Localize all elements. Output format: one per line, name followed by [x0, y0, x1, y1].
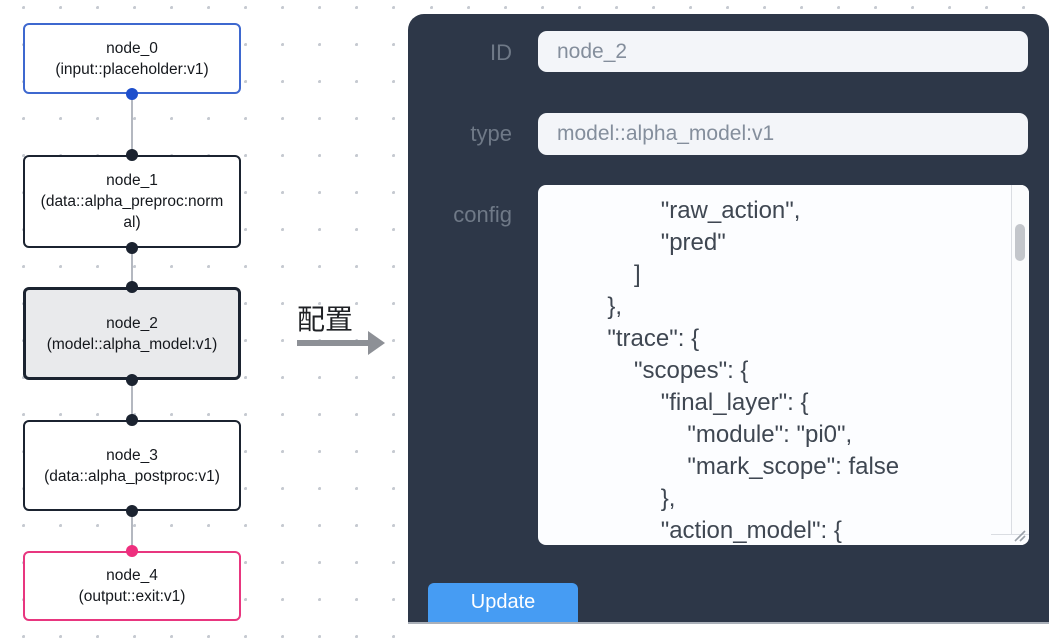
node_2-target-handle[interactable]: [126, 281, 138, 293]
node-type-label: (model::alpha_model:v1): [46, 335, 218, 353]
type-field-label: type: [470, 121, 512, 146]
node_2-source-handle[interactable]: [126, 374, 138, 386]
configure-label: 配置: [297, 304, 354, 335]
node_3-target-handle[interactable]: [126, 414, 138, 426]
node-title: node_3: [106, 446, 158, 464]
arrow-head-icon: [368, 331, 385, 355]
scrollbar-corner: [991, 534, 1029, 545]
resize-handle-icon[interactable]: [1011, 527, 1027, 543]
node-node_2-selected[interactable]: node_2 (model::alpha_model:v1): [23, 287, 241, 380]
node-type-label: (input::placeholder:v1): [55, 60, 209, 78]
node-title: node_1: [106, 172, 158, 189]
node_0-source-handle[interactable]: [126, 88, 138, 100]
node-config-panel: ID type config "raw_action", "pred" ] },…: [408, 14, 1049, 624]
update-button[interactable]: Update: [428, 583, 578, 622]
node-node_4[interactable]: node_4 (output::exit:v1): [23, 551, 241, 621]
scrollbar-track[interactable]: [1011, 185, 1029, 534]
node_4-target-handle[interactable]: [126, 545, 138, 557]
id-field-label: ID: [490, 40, 512, 65]
node_1-target-handle[interactable]: [126, 149, 138, 161]
type-input[interactable]: [538, 113, 1028, 155]
node-type-label: (output::exit:v1): [78, 588, 186, 605]
node-type-label: (data::alpha_preproc:normal): [40, 193, 224, 231]
node-title: node_4: [106, 567, 158, 584]
node_3-source-handle[interactable]: [126, 505, 138, 517]
node-type-label: (data::alpha_postproc:v1): [44, 467, 220, 485]
config-textarea[interactable]: "raw_action", "pred" ] }, "trace": { "sc…: [538, 185, 1029, 545]
node-node_3[interactable]: node_3 (data::alpha_postproc:v1): [23, 420, 241, 511]
node-node_0[interactable]: node_0 (input::placeholder:v1): [23, 23, 241, 94]
node_1-source-handle[interactable]: [126, 242, 138, 254]
node-node_1[interactable]: node_1 (data::alpha_preproc:normal): [23, 155, 241, 248]
scrollbar-thumb[interactable]: [1015, 224, 1025, 261]
node-title: node_0: [106, 39, 158, 57]
arrow-icon: [297, 340, 368, 346]
node-title: node_2: [106, 314, 158, 332]
config-field-label: config: [453, 202, 512, 227]
config-json-text: "raw_action", "pred" ] }, "trace": { "sc…: [607, 197, 900, 544]
id-input[interactable]: [538, 31, 1028, 72]
top-strip-background: [408, 0, 1049, 14]
